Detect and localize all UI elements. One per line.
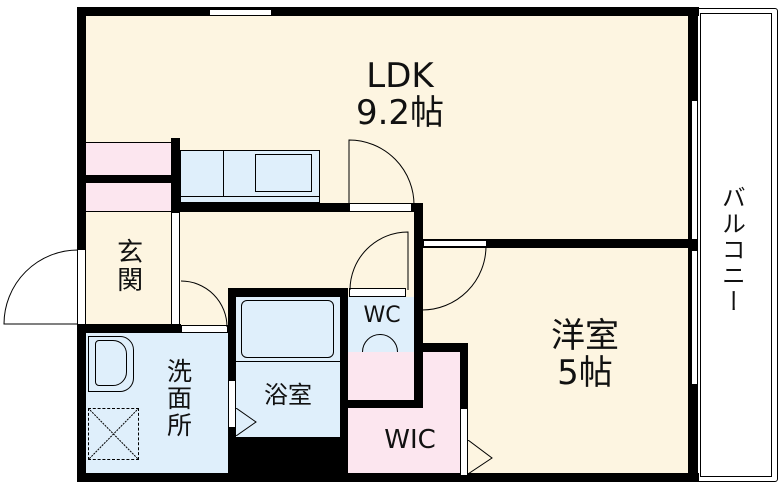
wall-top bbox=[77, 7, 699, 16]
wall-left bbox=[77, 7, 86, 482]
door-wc-swing[interactable] bbox=[348, 230, 410, 292]
washroom-floor bbox=[86, 333, 228, 473]
wall-bath-bottom bbox=[228, 437, 348, 482]
wc-label: WC bbox=[363, 303, 401, 328]
ldk-size: 9.2帖 bbox=[355, 93, 445, 134]
wall-wic-top bbox=[414, 343, 468, 352]
window-western-balcony bbox=[691, 250, 698, 385]
kitchen-counter-edge bbox=[180, 196, 320, 197]
balcony-label: バルコニー bbox=[717, 185, 746, 315]
wall-shoe-divider bbox=[86, 175, 174, 183]
door-washroom-swing[interactable] bbox=[180, 280, 230, 330]
washbasin-bowl bbox=[95, 340, 127, 386]
wall-bottom bbox=[77, 473, 699, 482]
kitchen-counter bbox=[180, 150, 320, 203]
kitchen-sink bbox=[255, 154, 312, 192]
wall-washroom-top bbox=[77, 324, 181, 333]
ldk-label: LDK 9.2帖 bbox=[320, 56, 480, 134]
door-wic-fold[interactable] bbox=[468, 440, 496, 476]
balcony-inner-rail bbox=[700, 13, 772, 477]
bath-floor bbox=[236, 297, 340, 437]
western-room-size: 5帖 bbox=[557, 353, 613, 394]
wall-right bbox=[688, 7, 698, 482]
wic-floor-lower bbox=[348, 408, 460, 474]
wall-hall-right bbox=[414, 203, 423, 315]
wall-kitchen-bottom bbox=[171, 203, 423, 212]
wall-bath-top bbox=[228, 288, 347, 297]
entrance-label: 玄関 bbox=[112, 238, 143, 294]
wall-wc-bottom bbox=[340, 400, 423, 408]
door-bath-fold[interactable] bbox=[236, 408, 260, 436]
door-ldk-swing[interactable] bbox=[348, 138, 418, 208]
entrance-door-swing[interactable] bbox=[0, 248, 80, 328]
door-bath-opening bbox=[228, 380, 236, 428]
washroom-label: 洗面所 bbox=[163, 358, 193, 439]
shoe-cabinet-upper bbox=[86, 142, 172, 175]
window-top bbox=[209, 9, 272, 16]
door-wic-opening bbox=[460, 408, 468, 476]
door-western-swing[interactable] bbox=[422, 246, 490, 314]
entrance-door-opening bbox=[77, 250, 86, 325]
wall-bath-wc bbox=[340, 288, 348, 482]
ldk-name: LDK bbox=[366, 56, 434, 96]
wall-western-top bbox=[423, 239, 689, 248]
door-washroom-opening bbox=[181, 325, 228, 333]
western-room-name: 洋室 bbox=[551, 316, 619, 356]
door-wc-opening bbox=[349, 288, 406, 297]
kitchen-counter-divider bbox=[223, 150, 224, 196]
window-ldk-balcony bbox=[691, 100, 698, 240]
washbasin bbox=[88, 336, 134, 392]
washing-machine-space bbox=[88, 408, 139, 460]
bath-label: 浴室 bbox=[264, 381, 312, 409]
bathtub-edge bbox=[236, 361, 340, 362]
shoe-cabinet-lower bbox=[86, 183, 172, 212]
western-room-label: 洋室 5帖 bbox=[505, 316, 665, 394]
door-western-opening bbox=[423, 240, 487, 247]
entrance-step bbox=[171, 212, 180, 327]
washing-machine-cross-icon bbox=[88, 408, 139, 460]
door-ldk-opening bbox=[349, 203, 412, 212]
bathtub bbox=[241, 300, 334, 358]
wic-label: WIC bbox=[384, 425, 436, 455]
wall-kitchen-vertical bbox=[171, 138, 180, 212]
